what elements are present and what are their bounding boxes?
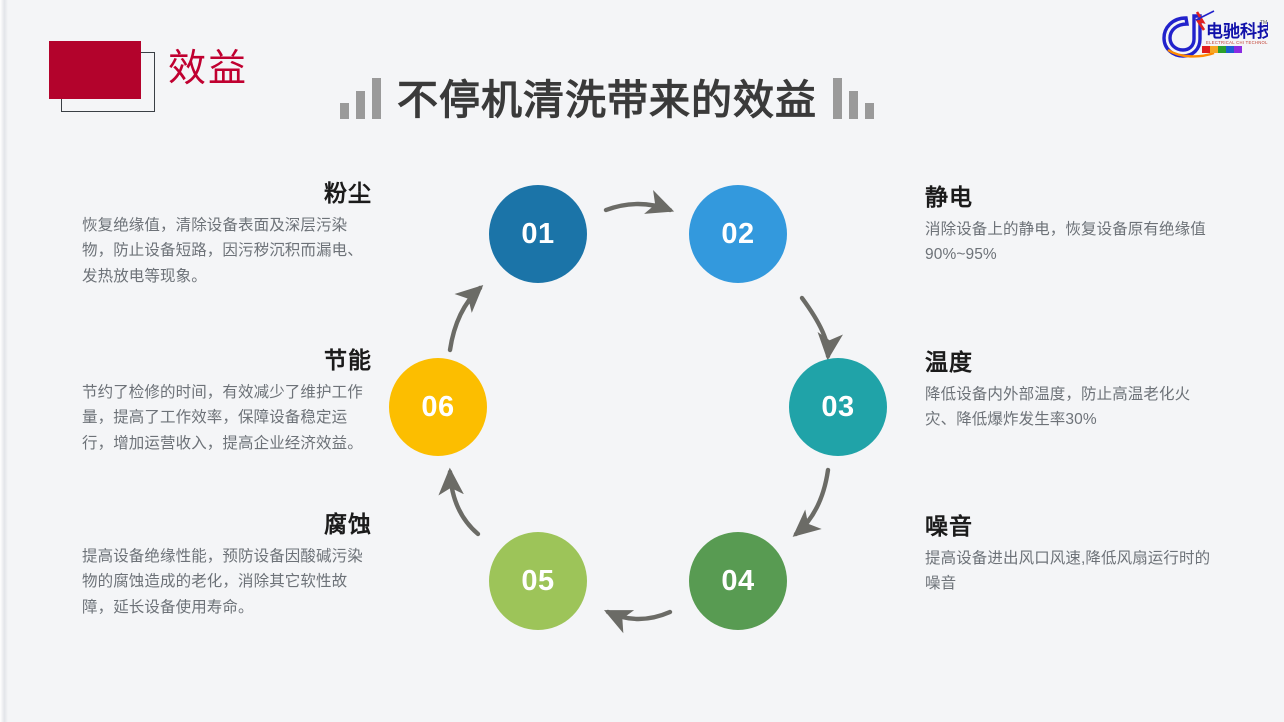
section-badge xyxy=(49,41,159,112)
benefit-body-corrosion: 提高设备绝缘性能，预防设备因酸碱污染物的腐蚀造成的老化，消除其它软性故障，延长设… xyxy=(82,548,363,616)
cycle-node-03[interactable]: 03 xyxy=(789,358,887,456)
arrow-02-to-03 xyxy=(799,295,843,361)
section-badge-label: 效益 xyxy=(168,48,249,90)
benefit-title-dust: 粉尘 xyxy=(324,180,372,206)
arrow-01-to-02 xyxy=(603,190,675,214)
company-logo: 电驰科技 ELECTRICAL CHI TECHNOLOGY TM xyxy=(1156,6,1278,62)
logo-color-swatches xyxy=(1202,46,1242,53)
arrow-04-to-05 xyxy=(604,609,673,634)
benefit-block-temperature: 温度 降低设备内外部温度，防止高温老化火灾、降低爆炸发生率30% xyxy=(925,349,1215,433)
badge-filled-square xyxy=(49,41,141,99)
cycle-arrows xyxy=(438,190,843,634)
benefit-title-energy: 节能 xyxy=(324,347,372,373)
bar-chart-descending-icon xyxy=(833,73,874,123)
logo-brand-en: ELECTRICAL CHI TECHNOLOGY xyxy=(1206,40,1268,45)
benefit-title-static: 静电 xyxy=(925,184,973,210)
bar-chart-ascending-icon xyxy=(340,73,381,123)
arrow-05-to-06 xyxy=(438,467,481,537)
benefit-body-noise: 提高设备进出风口风速,降低风扇运行时的噪音 xyxy=(925,550,1211,593)
title-row: 不停机清洗带来的效益 xyxy=(340,63,874,123)
benefit-body-dust: 恢复绝缘值，清除设备表面及深层污染物，防止设备短路，因污秽沉积而漏电、发热放电等… xyxy=(82,217,363,285)
benefit-block-dust: 粉尘 恢复绝缘值，清除设备表面及深层污染物，防止设备短路，因污秽沉积而漏电、发热… xyxy=(82,180,372,289)
logo-brand-cn: 电驰科技 xyxy=(1206,21,1268,41)
benefit-title-corrosion: 腐蚀 xyxy=(324,511,372,537)
benefit-block-energy: 节能 节约了检修的时间，有效减少了维护工作量，提高了工作效率，保障设备稳定运行，… xyxy=(82,347,372,456)
benefit-title-temperature: 温度 xyxy=(925,349,973,375)
cycle-node-04[interactable]: 04 xyxy=(689,532,787,630)
cycle-node-05[interactable]: 05 xyxy=(489,532,587,630)
benefit-body-static: 消除设备上的静电，恢复设备原有绝缘值90%~95% xyxy=(925,221,1206,264)
arrow-06-to-01 xyxy=(447,285,484,353)
logo-d-mark xyxy=(1162,14,1202,58)
cycle-node-02[interactable]: 02 xyxy=(689,185,787,283)
logo-lightning-icon xyxy=(1195,11,1206,31)
benefit-block-static: 静电 消除设备上的静电，恢复设备原有绝缘值90%~95% xyxy=(925,184,1215,268)
benefit-block-noise: 噪音 提高设备进出风口风速,降低风扇运行时的噪音 xyxy=(925,513,1215,597)
cycle-node-06[interactable]: 06 xyxy=(389,358,487,456)
cycle-node-01[interactable]: 01 xyxy=(489,185,587,283)
arrow-03-to-04 xyxy=(792,467,831,537)
logo-trademark: TM xyxy=(1260,20,1267,26)
benefit-body-temperature: 降低设备内外部温度，防止高温老化火灾、降低爆炸发生率30% xyxy=(925,386,1191,429)
benefit-block-corrosion: 腐蚀 提高设备绝缘性能，预防设备因酸碱污染物的腐蚀造成的老化，消除其它软性故障，… xyxy=(82,511,372,620)
page-title: 不停机清洗带来的效益 xyxy=(397,77,817,123)
benefit-title-noise: 噪音 xyxy=(925,513,973,539)
cycle-diagram: 01 02 03 04 05 06 xyxy=(370,160,910,660)
benefit-body-energy: 节约了检修的时间，有效减少了维护工作量，提高了工作效率，保障设备稳定运行，增加运… xyxy=(82,384,363,452)
slide-left-edge xyxy=(0,0,8,722)
